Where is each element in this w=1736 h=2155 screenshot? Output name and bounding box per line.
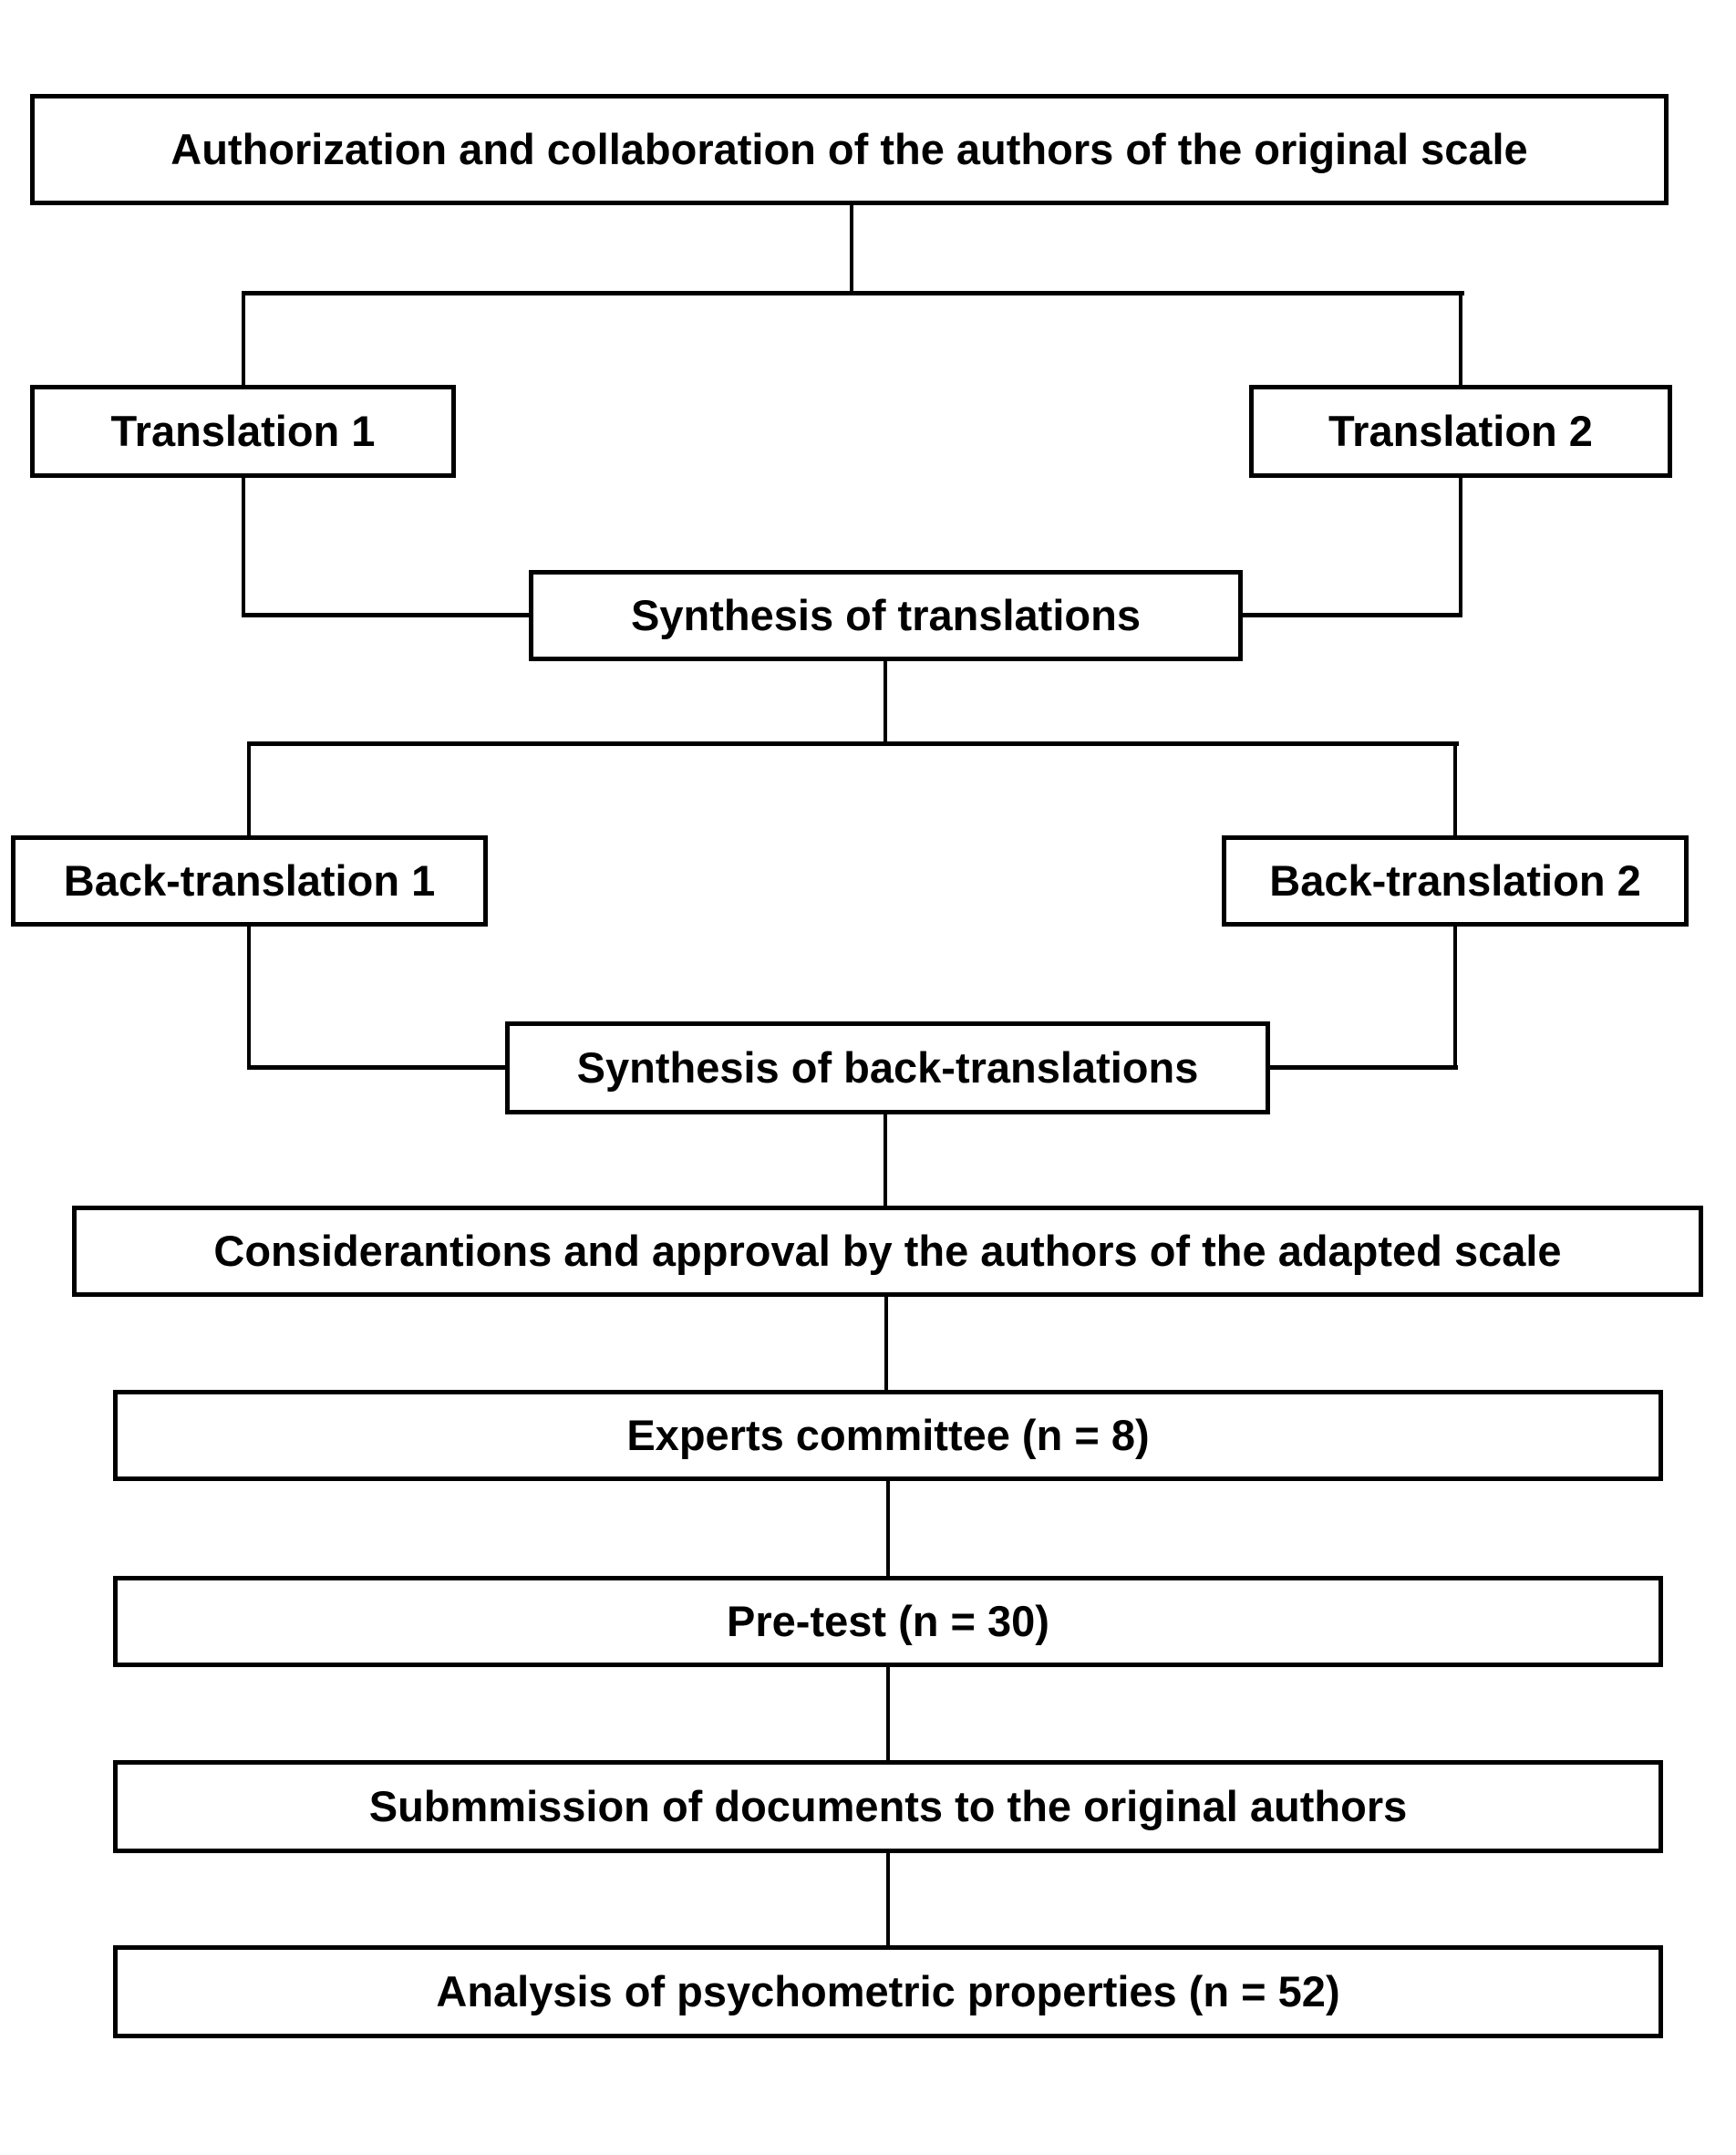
node-considerations-approval-label: Considerantions and approval by the auth… <box>213 1227 1562 1276</box>
node-considerations-approval: Considerantions and approval by the auth… <box>72 1206 1703 1297</box>
connector-synthesis-back-to-considerations <box>884 1113 887 1207</box>
node-translation-1: Translation 1 <box>30 385 456 478</box>
connector-pretest-to-submission <box>886 1665 890 1762</box>
node-pretest: Pre-test (n = 30) <box>113 1576 1663 1667</box>
node-authorization-label: Authorization and collaboration of the a… <box>170 125 1528 174</box>
node-back-translation-1-label: Back-translation 1 <box>63 856 436 906</box>
node-synthesis-of-back-translations: Synthesis of back-translations <box>505 1021 1270 1114</box>
connector-submission-to-analysis <box>886 1851 890 1947</box>
connector-translation-2-into-synthesis <box>1239 613 1462 617</box>
node-submission-of-documents: Submmission of documents to the original… <box>113 1760 1663 1853</box>
node-pretest-label: Pre-test (n = 30) <box>727 1597 1049 1646</box>
node-back-translation-1: Back-translation 1 <box>11 835 488 927</box>
connector-translation-1-down <box>242 476 245 617</box>
node-authorization: Authorization and collaboration of the a… <box>30 94 1669 205</box>
connector-back-translation-1-into-synthesis <box>247 1065 510 1070</box>
node-translation-2-label: Translation 2 <box>1328 407 1593 456</box>
node-experts-committee-label: Experts committee (n = 8) <box>626 1411 1150 1460</box>
connector-synthesis-translations-branch <box>247 741 1459 746</box>
node-synthesis-of-translations-label: Synthesis of translations <box>631 591 1141 640</box>
connector-translation-2-down <box>1459 476 1462 617</box>
node-experts-committee: Experts committee (n = 8) <box>113 1390 1663 1481</box>
connector-back-translation-1-down <box>247 925 251 1070</box>
connector-drop-to-translation-2 <box>1459 291 1462 388</box>
connector-drop-to-back-translation-1 <box>247 741 251 838</box>
connector-synthesis-translations-stem <box>884 659 887 746</box>
connector-back-translation-2-into-synthesis <box>1266 1065 1458 1070</box>
node-analysis-psychometric-label: Analysis of psychometric properties (n =… <box>436 1967 1340 2016</box>
node-translation-1-label: Translation 1 <box>110 407 376 456</box>
connector-authorization-stem <box>850 202 853 295</box>
connector-authorization-branch <box>242 291 1464 295</box>
connector-considerations-to-experts <box>884 1295 888 1392</box>
node-back-translation-2-label: Back-translation 2 <box>1269 856 1641 906</box>
node-synthesis-of-back-translations-label: Synthesis of back-translations <box>576 1043 1199 1093</box>
node-synthesis-of-translations: Synthesis of translations <box>529 570 1243 661</box>
connector-drop-to-translation-1 <box>242 291 245 388</box>
node-analysis-psychometric: Analysis of psychometric properties (n =… <box>113 1945 1663 2038</box>
node-back-translation-2: Back-translation 2 <box>1222 835 1689 927</box>
node-translation-2: Translation 2 <box>1249 385 1672 478</box>
connector-translation-1-into-synthesis <box>242 613 533 617</box>
connector-back-translation-2-down <box>1453 925 1457 1070</box>
connector-experts-to-pretest <box>886 1479 890 1578</box>
node-submission-of-documents-label: Submmission of documents to the original… <box>368 1782 1408 1831</box>
connector-drop-to-back-translation-2 <box>1453 741 1457 838</box>
